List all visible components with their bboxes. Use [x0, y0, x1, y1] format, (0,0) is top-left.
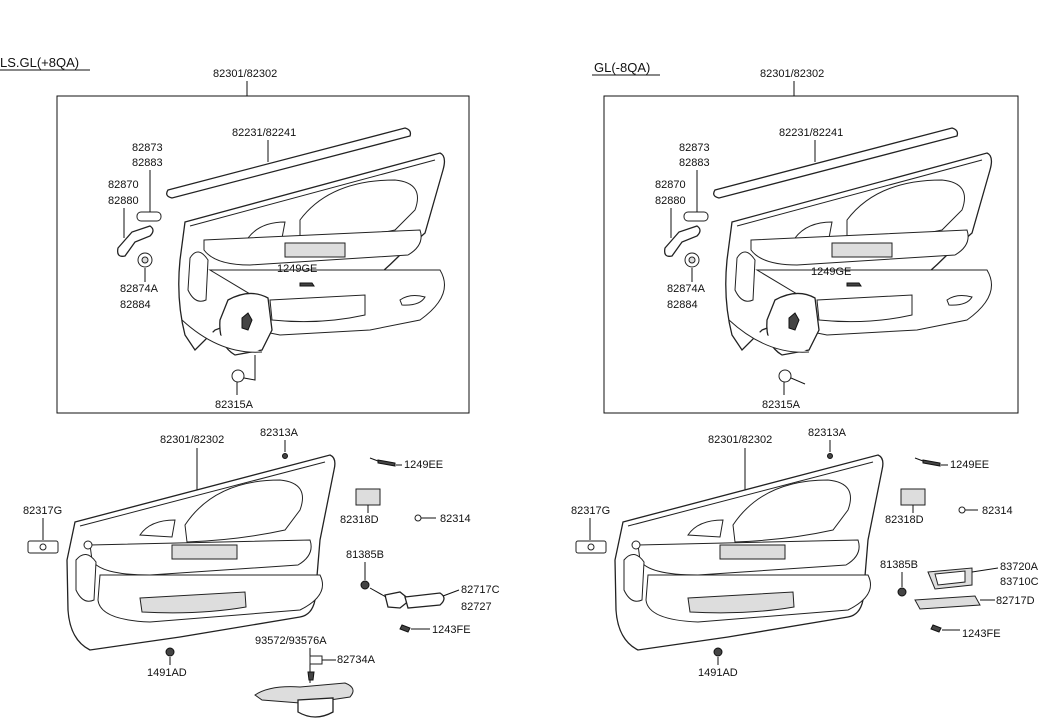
- right-k3a-label: 82874A: [667, 283, 706, 295]
- right-top-panel-label: 82301/82302: [760, 68, 824, 80]
- right-strip-label: 82231/82241: [779, 127, 843, 139]
- right-p5-label: 82314: [982, 505, 1013, 517]
- left-k2b-label: 82880: [108, 195, 139, 207]
- right-p7b-label: 83710C: [1000, 576, 1039, 588]
- left-p7-part: [404, 592, 445, 609]
- right-p6-label: 81385B: [880, 559, 918, 571]
- right-p2-label: 1249EE: [950, 459, 989, 471]
- right-top-frame: [603, 95, 1019, 414]
- right-bot-panel-label: 82301/82302: [708, 434, 772, 446]
- left-p2-label: 1249EE: [404, 459, 443, 471]
- left-p11-label: 82734A: [337, 654, 376, 666]
- right-clip-label: 82315A: [762, 399, 801, 411]
- left-p9-label: 1491AD: [147, 667, 187, 679]
- right-bottom-door-panel: [614, 454, 884, 651]
- left-p10-label: 93572/93576A: [255, 635, 327, 647]
- left-k1b-label: 82883: [132, 157, 163, 169]
- left-p6-label: 81385B: [346, 549, 384, 561]
- left-header: LS.GL(+8QA): [0, 55, 79, 70]
- left-strip-label: 82231/82241: [232, 127, 296, 139]
- left-p4-label: 82318D: [340, 514, 379, 526]
- right-k2a-label: 82870: [655, 179, 686, 191]
- right-p7a-label: 83720A: [1000, 561, 1039, 573]
- left-screw-label: 1249GE: [277, 263, 317, 275]
- left-p7b-label: 82727: [461, 601, 492, 613]
- right-p10-label: 1491AD: [698, 667, 738, 679]
- left-strip: [166, 127, 412, 199]
- left-p5-label: 82314: [440, 513, 471, 525]
- right-strip: [713, 127, 959, 199]
- right-screw-label: 1249GE: [811, 266, 851, 278]
- right-p9-label: 1243FE: [962, 628, 1001, 640]
- left-k3b-label: 82884: [120, 299, 151, 311]
- left-clip-label: 82315A: [215, 399, 254, 411]
- right-clip: [778, 369, 792, 383]
- right-p4-part: [900, 488, 926, 506]
- left-p4-part: [355, 488, 381, 506]
- right-k1a-label: 82873: [679, 142, 710, 154]
- left-p8-label: 1243FE: [432, 624, 471, 636]
- right-p8-label: 82717D: [996, 595, 1035, 607]
- right-p4-label: 82318D: [885, 514, 924, 526]
- left-top-panel-label: 82301/82302: [213, 68, 277, 80]
- right-k1b-label: 82883: [679, 157, 710, 169]
- right-header: GL(-8QA): [594, 60, 650, 75]
- left-p1-label: 82313A: [260, 427, 299, 439]
- right-p8-part: [914, 595, 981, 610]
- right-p3-label: 82317G: [571, 505, 610, 517]
- right-p1-label: 82313A: [808, 427, 847, 439]
- left-p3-label: 82317G: [23, 505, 62, 517]
- left-p7a-label: 82717C: [461, 584, 500, 596]
- left-k3a-label: 82874A: [120, 283, 159, 295]
- left-k1a-label: 82873: [132, 142, 163, 154]
- left-clip: [231, 369, 245, 383]
- right-k2b-label: 82880: [655, 195, 686, 207]
- right-k3b-label: 82884: [667, 299, 698, 311]
- left-k2a-label: 82870: [108, 179, 139, 191]
- left-bottom-door-panel: [66, 454, 336, 651]
- left-top-frame: [56, 95, 470, 414]
- left-bot-panel-label: 82301/82302: [160, 434, 224, 446]
